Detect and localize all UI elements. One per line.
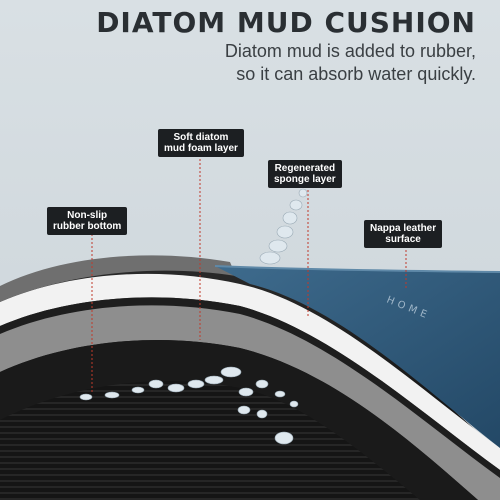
subheadline: Diatom mud is added to rubber, so it can… [116,40,476,86]
nappa-leather-surface [215,266,500,448]
label-nappa-leather: Nappa leather surface [364,220,443,248]
label-non-slip-rubber-bottom: Non-slip rubber bottom [47,207,128,235]
diatom-foam-layer [0,305,500,500]
water-droplets [79,188,308,445]
subheadline-line-1: Diatom mud is added to rubber, [224,41,476,61]
subheadline-line-2: so it can absorb water quickly. [236,64,476,84]
sponge-layer [0,273,500,470]
label-regenerated-sponge: Regenerated sponge layer [268,160,342,188]
label-soft-diatom-foam: Soft diatom mud foam layer [158,129,244,157]
headline: DIATOM MUD CUSHION [96,6,476,39]
rubber-band [0,340,478,500]
